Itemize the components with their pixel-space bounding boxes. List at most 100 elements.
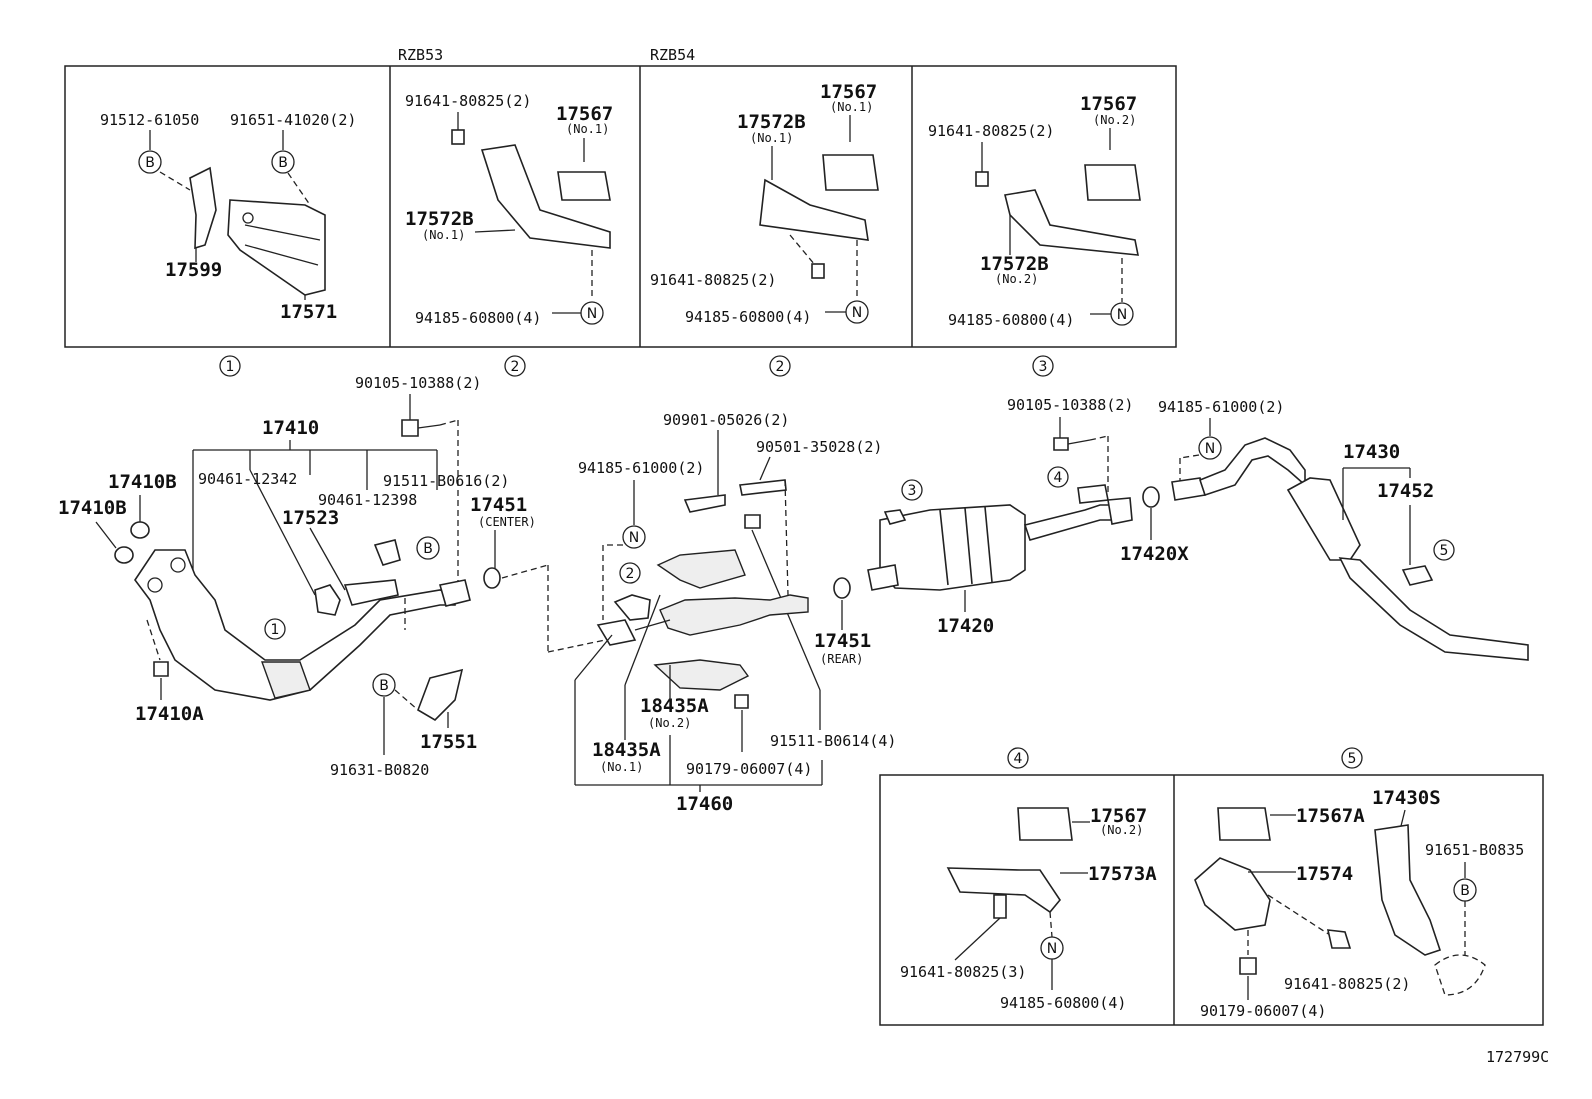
bolt-callout: B <box>379 678 389 694</box>
nut-callout: N <box>1047 941 1057 957</box>
bolt-callout: B <box>145 155 155 171</box>
part-label[interactable]: 90901-05026(2) <box>663 411 789 429</box>
engine-mount-icon <box>1217 807 1271 841</box>
flange-icon <box>438 579 471 607</box>
detail-panels-frame <box>879 774 1544 1026</box>
panel-4: 17567 (No.2) 91641-80825(2) 17572B (No.2… <box>928 93 1141 329</box>
part-label[interactable]: 91651-41020(2) <box>230 111 356 129</box>
bracket-17572b-icon <box>759 178 869 241</box>
part-label[interactable]: 90501-35028(2) <box>756 438 882 456</box>
panel-callout: 3 <box>1039 359 1048 375</box>
part-label[interactable]: 91641-80825(2) <box>405 92 531 110</box>
panel-callout: 1 <box>271 622 280 638</box>
part-label[interactable]: 17420X <box>1120 543 1189 565</box>
part-label[interactable]: 17410B <box>108 471 177 493</box>
part-label[interactable]: 94185-61000(2) <box>1158 398 1284 416</box>
part-label[interactable]: 94185-60800(4) <box>415 309 541 327</box>
part-label[interactable]: 91641-80825(3) <box>900 963 1026 981</box>
nut-callout: N <box>1205 441 1215 457</box>
part-label[interactable]: 90179-06007(4) <box>686 760 812 778</box>
part-label[interactable]: 17572B <box>737 111 806 133</box>
part-label[interactable]: 17452 <box>1377 480 1434 502</box>
part-label[interactable]: 91641-80825(2) <box>1284 975 1410 993</box>
part-label[interactable]: 17410A <box>135 703 204 725</box>
part-sublabel: (No.2) <box>995 272 1038 286</box>
part-label[interactable]: 90461-12342 <box>198 470 297 488</box>
part-label[interactable]: 17420 <box>937 615 994 637</box>
bolt-icon <box>975 171 989 187</box>
part-label[interactable]: 17430S <box>1372 787 1441 809</box>
panel-callout: 4 <box>1054 470 1063 486</box>
part-sublabel: (No.1) <box>422 228 465 242</box>
part-label[interactable]: 18435A <box>592 739 661 761</box>
part-label[interactable]: 17567 <box>1090 805 1147 827</box>
part-label[interactable]: 91512-61050 <box>100 111 199 129</box>
part-label[interactable]: 91651-B0835 <box>1425 841 1524 859</box>
bolt-callout: B <box>1460 883 1470 899</box>
part-label[interactable]: 91511-B0614(4) <box>770 732 896 750</box>
part-label[interactable]: 17573A <box>1088 863 1157 885</box>
bolt-icon <box>744 514 761 529</box>
nut-icon <box>734 694 749 709</box>
part-label[interactable]: 94185-60800(4) <box>685 308 811 326</box>
part-label[interactable]: 17599 <box>165 259 222 281</box>
bracket-17574-icon <box>1194 857 1271 931</box>
part-label[interactable]: 94185-61000(2) <box>578 459 704 477</box>
part-label[interactable]: 91641-80825(2) <box>650 271 776 289</box>
bolt-callout: B <box>278 155 288 171</box>
part-label[interactable]: 17551 <box>420 731 477 753</box>
panel-callout: 3 <box>908 483 917 499</box>
nut-callout: N <box>852 305 862 321</box>
part-label[interactable]: 17430 <box>1343 441 1400 463</box>
panel-3: 17567 (No.1) 17572B (No.1) 91641-80825(2… <box>650 81 879 326</box>
part-label[interactable]: 90179-06007(4) <box>1200 1002 1326 1020</box>
part-label[interactable]: 17523 <box>282 507 339 529</box>
bolt-icon <box>811 263 825 279</box>
bolt-icon <box>683 494 726 513</box>
part-sublabel: (No.1) <box>830 100 873 114</box>
part-label[interactable]: 94185-60800(4) <box>948 311 1074 329</box>
part-label[interactable]: 91631-B0820 <box>330 761 429 779</box>
panel-callout: 2 <box>626 566 635 582</box>
detail-4: 17567 (No.2) 17573A 91641-80825(3) N 941… <box>900 805 1157 1012</box>
clamp-icon <box>373 539 401 566</box>
bolt-icon <box>1326 929 1352 949</box>
part-label[interactable]: 17571 <box>280 301 337 323</box>
part-label[interactable]: 17572B <box>980 253 1049 275</box>
bracket-icon <box>1077 484 1109 504</box>
bracket-17571-icon <box>227 199 326 296</box>
part-sublabel: (No.1) <box>600 760 643 774</box>
part-label[interactable]: 17567 <box>820 81 877 103</box>
part-label[interactable]: 17451 <box>814 630 871 652</box>
nut-icon <box>153 661 169 677</box>
part-label[interactable]: 17572B <box>405 208 474 230</box>
bolt-icon <box>401 419 419 437</box>
variant-label-rzb53: RZB53 <box>398 46 443 64</box>
part-label[interactable]: 91641-80825(2) <box>928 122 1054 140</box>
part-label[interactable]: 18435A <box>640 695 709 717</box>
bracket-17572b-icon <box>480 144 611 249</box>
panel-callout: 2 <box>776 359 785 375</box>
part-label[interactable]: 94185-60800(4) <box>1000 994 1126 1012</box>
bolt-icon <box>993 894 1007 919</box>
part-label[interactable]: 17567 <box>1080 93 1137 115</box>
part-label[interactable]: 17567 <box>556 103 613 125</box>
diagram-reference-number: 172799C <box>1486 1048 1549 1066</box>
spring-icon <box>739 479 787 496</box>
part-label[interactable]: 91511-B0616(2) <box>383 472 509 490</box>
panel-callout: 5 <box>1348 751 1357 767</box>
nut-callout: N <box>587 306 597 322</box>
nut-callout: N <box>629 530 639 546</box>
part-label[interactable]: 90105-10388(2) <box>355 374 481 392</box>
part-label[interactable]: 90461-12398 <box>318 491 417 509</box>
part-label[interactable]: 90105-10388(2) <box>1007 396 1133 414</box>
panel-callout: 1 <box>226 359 235 375</box>
gasket-icon <box>1142 486 1160 508</box>
part-sublabel: (No.1) <box>566 122 609 136</box>
part-label[interactable]: 17410 <box>262 417 319 439</box>
part-label[interactable]: 17574 <box>1296 863 1353 885</box>
part-label[interactable]: 17567A <box>1296 805 1365 827</box>
part-label[interactable]: 17460 <box>676 793 733 815</box>
part-label[interactable]: 17451 <box>470 494 527 516</box>
part-label[interactable]: 17410B <box>58 497 127 519</box>
